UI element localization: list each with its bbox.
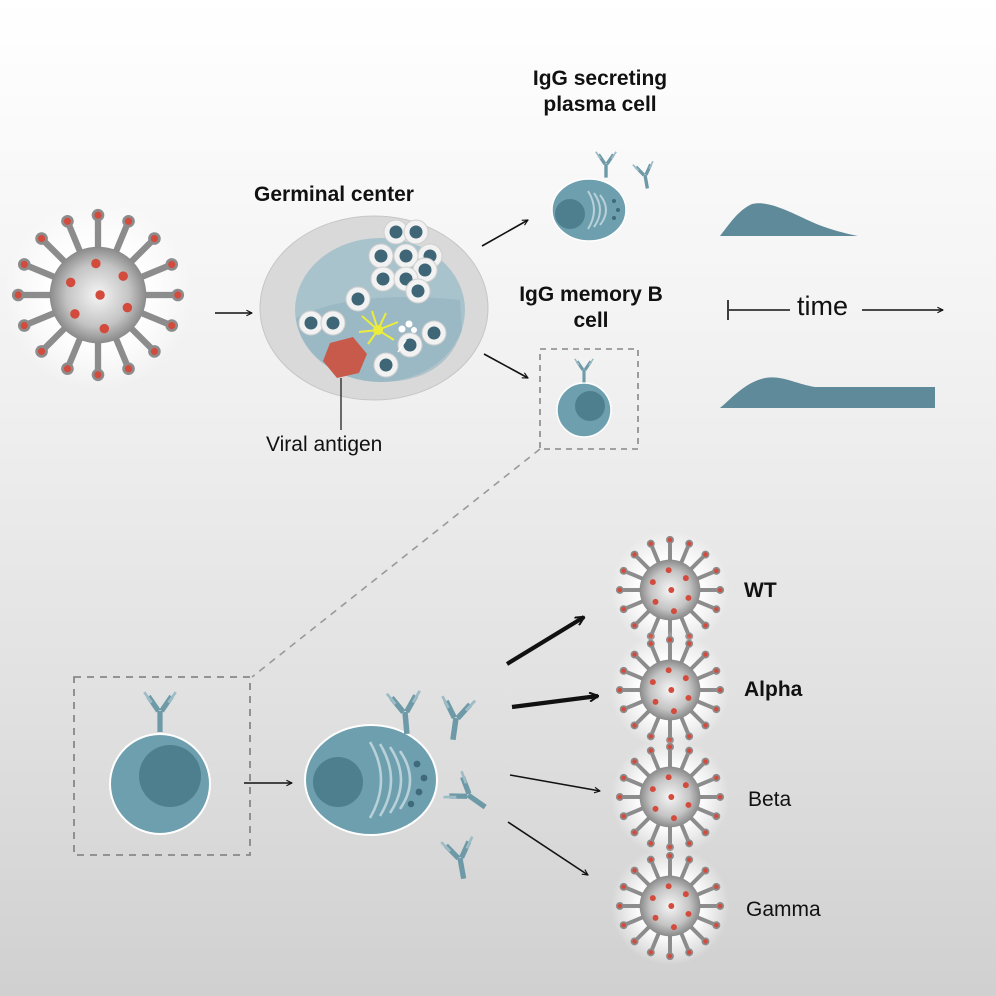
- arrow-to-gamma: [507, 821, 588, 875]
- germinal-center-label: Germinal center: [254, 183, 414, 206]
- viral-antigen-label: Viral antigen: [266, 433, 383, 456]
- variant-label-beta: Beta: [748, 788, 792, 811]
- memory-cell-kinetics-curve: [720, 377, 935, 408]
- antibody-icon: [631, 159, 660, 192]
- memory-cell-label: IgG memory B cell: [519, 283, 663, 332]
- antibody-icon: [437, 696, 475, 742]
- dendritic-cell-icon: [358, 310, 399, 345]
- memory-cell-box: [539, 348, 639, 450]
- germinal-center: [259, 215, 489, 430]
- zoomed-memory-cell-box: [73, 676, 251, 856]
- variant-label-gamma: Gamma: [746, 898, 821, 921]
- virus-icon: [610, 630, 730, 750]
- variant-label-alpha: Alpha: [744, 678, 803, 701]
- arrow-to-wt: [505, 615, 584, 666]
- arrow-to-beta: [509, 774, 600, 791]
- plasma-cell-kinetics-curve: [720, 203, 858, 236]
- time-label: time: [797, 291, 849, 321]
- antibody-icon: [573, 357, 595, 384]
- viral-antigen-icon: [323, 337, 367, 378]
- virus-icon: [610, 846, 730, 966]
- plasma-cell-label: IgG secreting plasma cell: [532, 67, 668, 116]
- arrow-icon: [481, 219, 528, 247]
- b-cell-large-icon: [109, 733, 211, 835]
- antibody-icon: [144, 692, 176, 732]
- antibody-icon: [443, 771, 494, 820]
- variant-label-wt: WT: [744, 579, 777, 602]
- virus-icon: [3, 200, 193, 390]
- antibody-icon: [594, 150, 618, 180]
- arrow-to-alpha: [511, 696, 598, 710]
- arrow-icon: [483, 353, 528, 379]
- virus-icon: [610, 737, 730, 857]
- plasma-cell-large-icon: [304, 724, 438, 836]
- b-cell-icon: [556, 382, 612, 438]
- plasma-cell-icon: [551, 178, 627, 242]
- antibody-icon: [441, 837, 479, 882]
- zoom-connector: [251, 448, 541, 678]
